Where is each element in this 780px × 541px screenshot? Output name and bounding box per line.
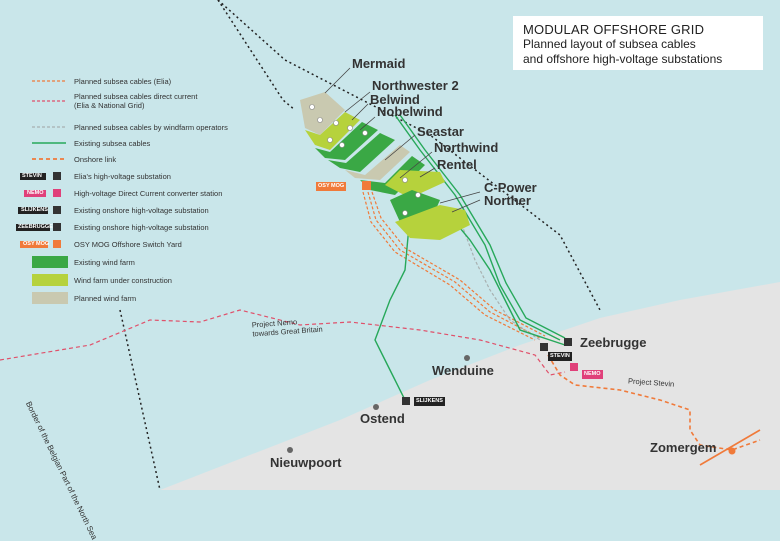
legend-tag: NEMO bbox=[27, 190, 44, 196]
legend-tag: OSY MOG bbox=[23, 241, 50, 247]
existing-cable-belwind-a bbox=[394, 114, 561, 341]
project-stevin-cross bbox=[699, 429, 761, 466]
legend-tag: ZEEBRUGGE bbox=[18, 224, 53, 230]
legend-label-line2: (Elia & National Grid) bbox=[74, 101, 145, 110]
existing-cable-belwind-b bbox=[399, 114, 566, 339]
existing-cable-cpower bbox=[374, 214, 411, 401]
legend-swatch-existing-cables bbox=[32, 142, 66, 144]
label-mermaid: Mermaid bbox=[352, 56, 406, 71]
town-dot-zomergem bbox=[728, 447, 736, 455]
tag-stevin: STEVIN bbox=[548, 352, 572, 361]
town-dot-ostend bbox=[373, 404, 379, 410]
map-canvas bbox=[0, 0, 780, 490]
legend-label: Planned subsea cables by windfarm operat… bbox=[74, 122, 228, 132]
existing-cable-norther bbox=[444, 209, 566, 346]
legend-swatch-construction-farm bbox=[32, 274, 68, 286]
title-subtitle-2: and offshore high-voltage substations bbox=[523, 52, 723, 66]
legend-label: Existing onshore high-voltage substation bbox=[74, 205, 209, 215]
windfarm-northwind bbox=[360, 156, 425, 195]
sea-border-north bbox=[217, 0, 601, 311]
label-cpower: C-Power bbox=[484, 180, 537, 195]
operator-cable bbox=[459, 219, 541, 341]
title-subtitle-1: Planned layout of subsea cables bbox=[523, 37, 696, 51]
legend-swatch-onshore-substation-1 bbox=[18, 206, 61, 214]
label-wenduine: Wenduine bbox=[432, 363, 494, 378]
substation-stevin-cube bbox=[540, 343, 548, 351]
legend-label: OSY MOG Offshore Switch Yard bbox=[74, 239, 182, 249]
legend-label: Wind farm under construction bbox=[74, 275, 172, 285]
legend-swatch-elia-cables bbox=[32, 80, 66, 82]
label-northwester2: Northwester 2 bbox=[372, 78, 459, 93]
windfarm-mermaid bbox=[300, 92, 345, 135]
windfarm-seastar bbox=[345, 145, 410, 180]
legend-swatch-onshore-substation-2 bbox=[16, 223, 61, 231]
windfarm-nobelwind bbox=[328, 133, 395, 172]
legend-tag: STEVIN bbox=[22, 173, 42, 179]
legend-swatch-operator-cables bbox=[32, 126, 66, 128]
label-zomergem: Zomergem bbox=[650, 440, 717, 455]
title-box: MODULAR OFFSHORE GRID Planned layout of … bbox=[513, 16, 763, 70]
windfarm-belwind bbox=[315, 122, 378, 160]
label-northwind: Northwind bbox=[434, 140, 499, 155]
elia-cable-3 bbox=[362, 191, 536, 341]
legend-swatch-onshore-link bbox=[32, 158, 66, 160]
legend-swatch-dc-cables bbox=[32, 100, 66, 102]
legend-swatch-existing-farm bbox=[32, 256, 68, 268]
legend-swatch-dc-station bbox=[24, 189, 61, 197]
legend-swatch-planned-farm bbox=[32, 292, 68, 304]
tag-slijkens: SLIJKENS bbox=[414, 397, 445, 406]
tag-nemo: NEMO bbox=[582, 370, 603, 379]
elia-cable-2 bbox=[371, 191, 546, 337]
label-rentel: Rentel bbox=[437, 157, 477, 172]
nemo-station-cube bbox=[570, 363, 578, 371]
label-leader-lines bbox=[324, 67, 481, 213]
legend-label: High-voltage Direct Current converter st… bbox=[74, 188, 223, 198]
label-seastar: Seastar bbox=[417, 124, 464, 139]
town-dot-nieuwpoort bbox=[287, 447, 293, 453]
windfarm-norther bbox=[395, 205, 470, 240]
turbine-markers bbox=[309, 104, 421, 216]
label-ostend: Ostend bbox=[360, 411, 405, 426]
elia-cable-1 bbox=[367, 191, 541, 339]
legend-label: Elia's high-voltage substation bbox=[74, 171, 171, 181]
osy-mog-cube bbox=[362, 181, 371, 190]
label-nieuwpoort: Nieuwpoort bbox=[270, 455, 342, 470]
town-dot-wenduine bbox=[464, 355, 470, 361]
legend-label: Planned wind farm bbox=[74, 293, 137, 303]
windfarm-rentel bbox=[385, 170, 445, 198]
legend-label-line1: Planned subsea cables direct current bbox=[74, 92, 198, 101]
sea-border-west bbox=[217, 0, 296, 111]
land-area bbox=[160, 282, 780, 490]
label-belwind: Belwind bbox=[370, 92, 420, 107]
legend-tag: SLIJKENS bbox=[21, 207, 48, 213]
label-nobelwind: Nobelwind bbox=[377, 104, 443, 119]
legend-swatch-elia-substation bbox=[20, 172, 61, 180]
tag-osy-mog: OSY MOG bbox=[316, 182, 347, 191]
legend-label: Planned subsea cables (Elia) bbox=[74, 76, 172, 86]
legend-label: Existing onshore high-voltage substation bbox=[74, 222, 209, 232]
windfarm-northwester2 bbox=[305, 112, 360, 150]
substation-zeebrugge-cube bbox=[564, 338, 572, 346]
substation-slijkens-cube bbox=[402, 397, 410, 405]
title-heading: MODULAR OFFSHORE GRID bbox=[523, 22, 705, 37]
label-norther: Norther bbox=[484, 193, 531, 208]
legend-label: Onshore link bbox=[74, 154, 117, 164]
sea-border-south bbox=[119, 309, 161, 490]
onshore-link bbox=[547, 354, 761, 451]
label-zeebrugge: Zeebrugge bbox=[580, 335, 647, 350]
legend-label: Existing wind farm bbox=[74, 257, 135, 267]
legend-label: Existing subsea cables bbox=[74, 138, 151, 148]
legend-swatch-osy-mog bbox=[20, 240, 61, 248]
legend-label: Planned subsea cables direct current(Eli… bbox=[74, 92, 197, 110]
